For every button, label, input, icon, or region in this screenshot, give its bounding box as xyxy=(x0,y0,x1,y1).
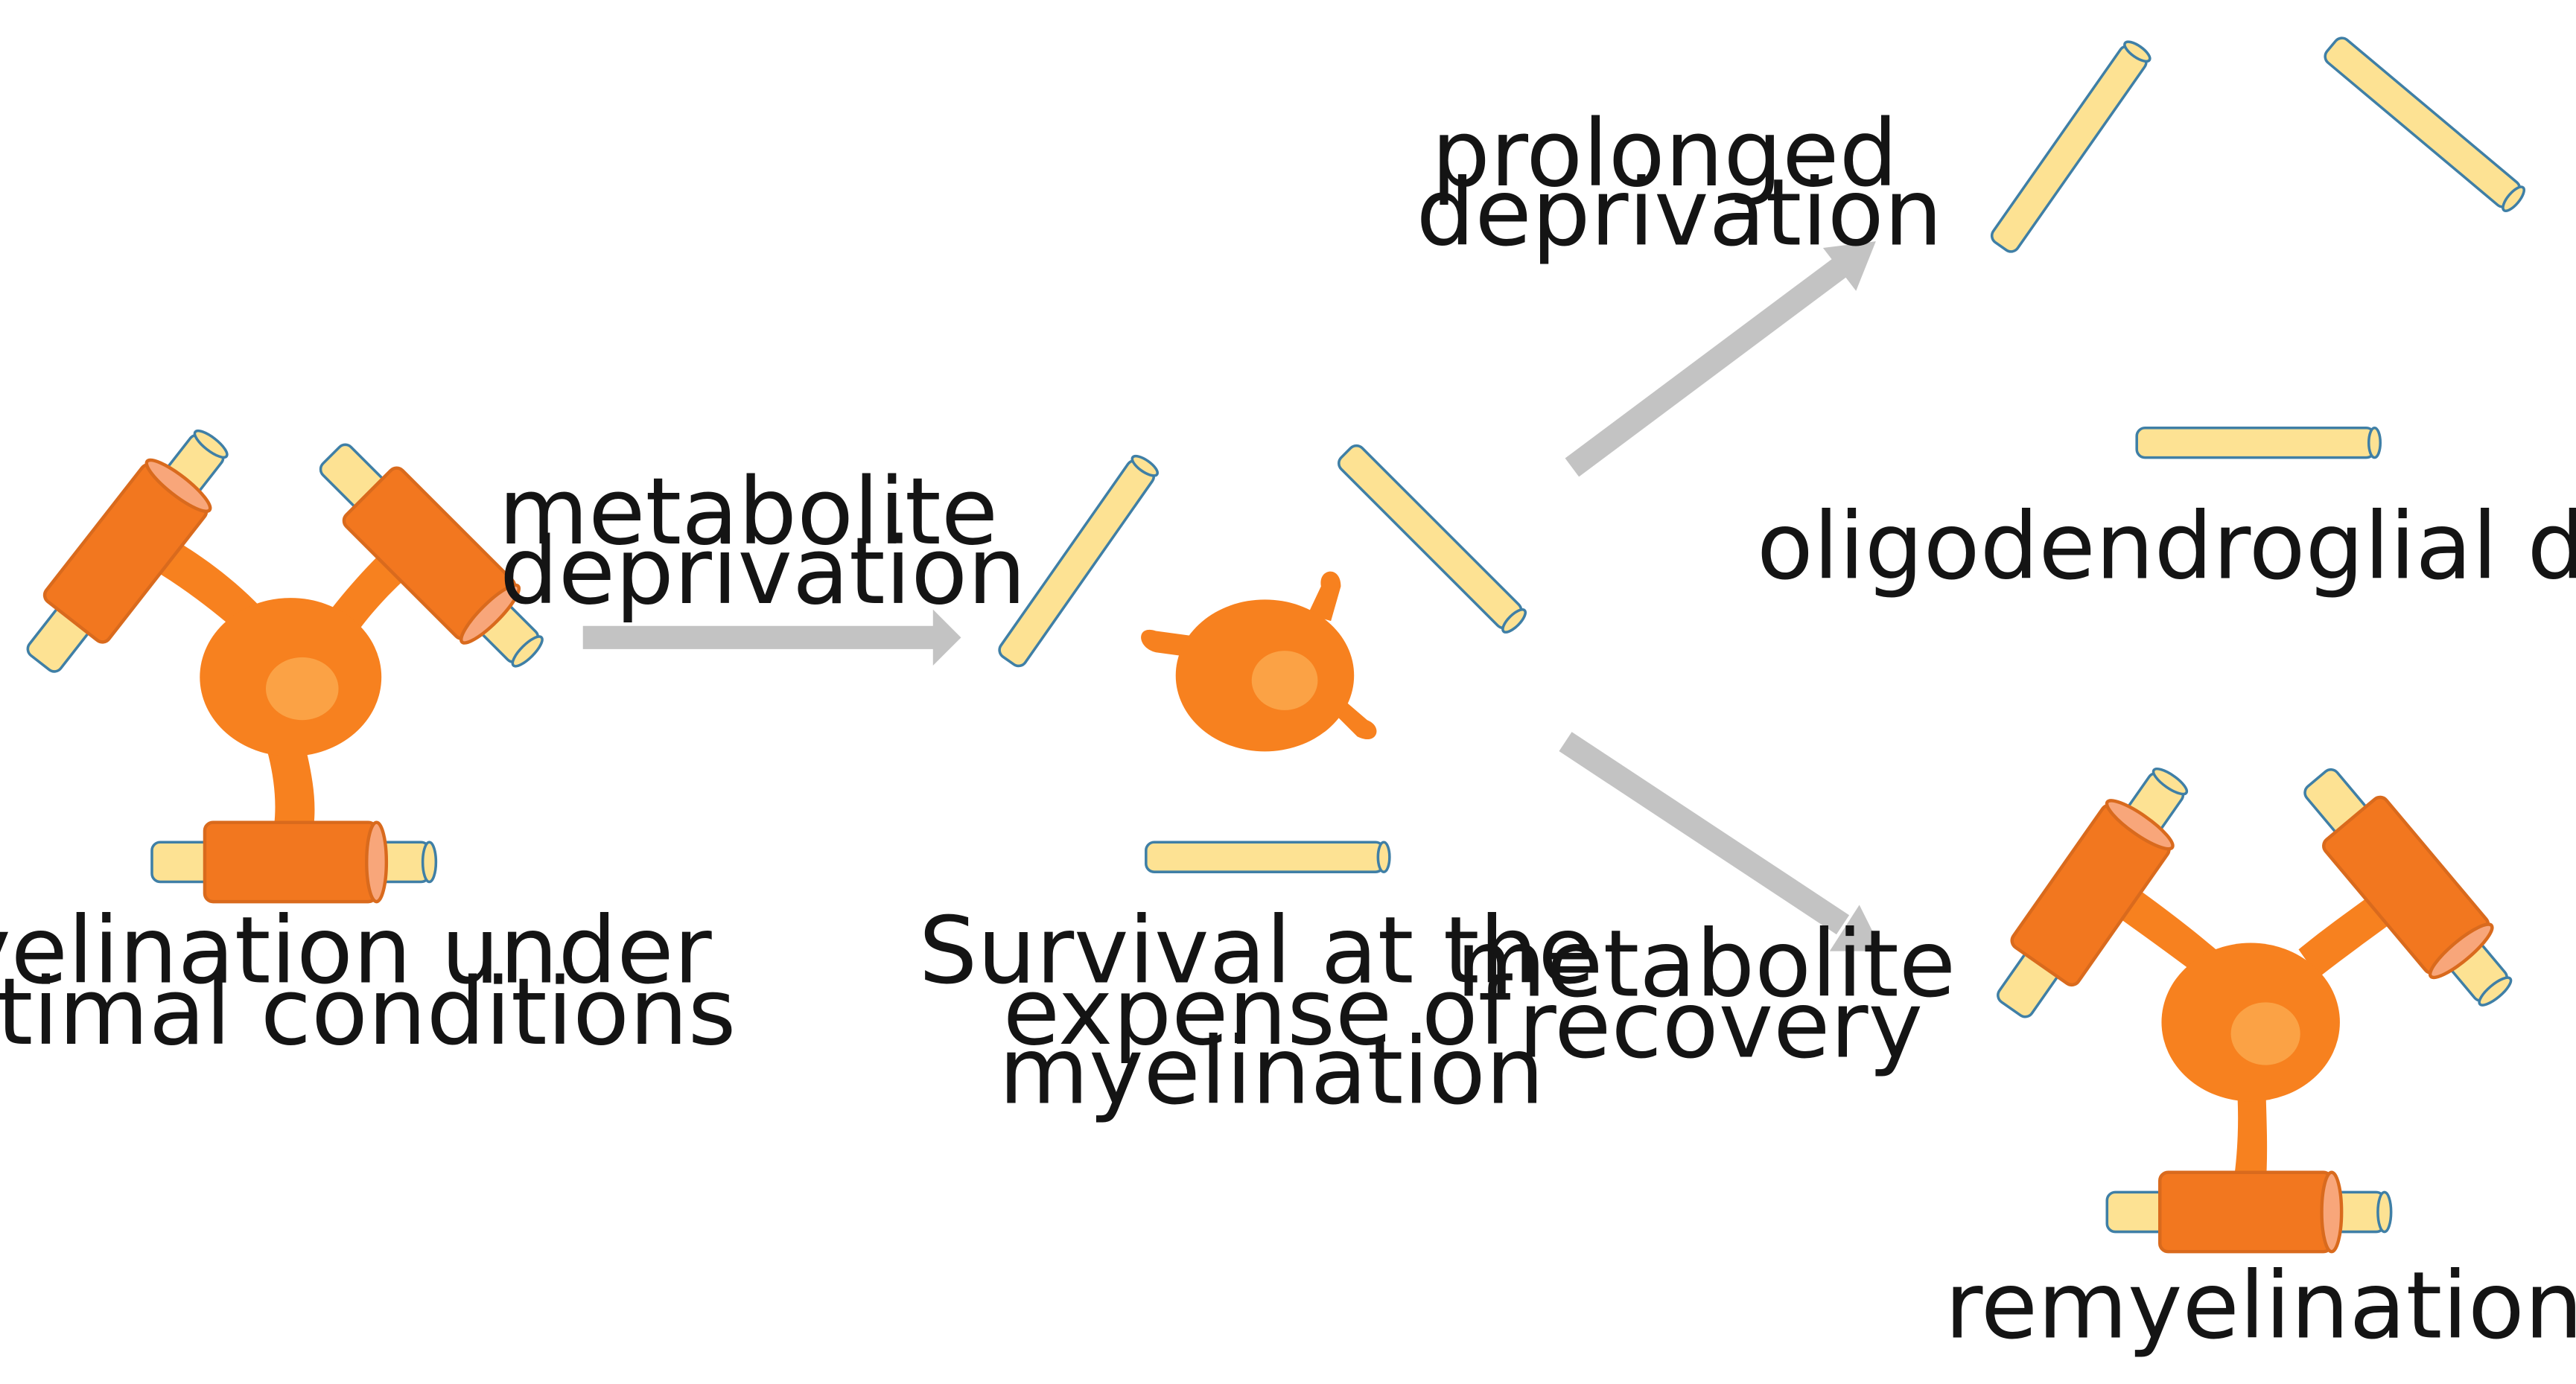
deprivation-label: metabolite deprivation xyxy=(498,459,1027,625)
demyelinated-axons xyxy=(1987,33,2529,459)
nucleus xyxy=(2230,1002,2300,1065)
prolonged-arrow-shaft xyxy=(1565,258,1847,477)
cell-process xyxy=(264,739,315,826)
myelinated-axon xyxy=(150,823,438,902)
stub-process xyxy=(1308,571,1341,622)
bare-axon xyxy=(1145,841,1391,873)
survival-label: Survival at the expense of myelination xyxy=(919,898,1624,1126)
death-label: oligodendroglial death xyxy=(1757,494,2576,601)
bare-axon xyxy=(1987,36,2154,257)
remyelinating-oligodendrocyte xyxy=(1993,763,2516,1251)
cell-process xyxy=(2232,1073,2268,1189)
bare-axon xyxy=(2320,33,2529,216)
stub-process xyxy=(1141,629,1192,657)
bare-axon xyxy=(2135,426,2382,459)
recovery-arrow-shaft xyxy=(1559,732,1850,935)
stub-process xyxy=(1334,700,1377,740)
myelination-label: Myelination under optimal conditions xyxy=(0,898,741,1066)
myelinated-axon xyxy=(2105,1173,2393,1251)
prolonged-arrow-head xyxy=(1822,241,1876,291)
recovery-arrow-head xyxy=(1829,905,1883,951)
deprivation-arrow xyxy=(582,609,961,666)
surviving-oligodendrocyte xyxy=(994,441,1530,873)
remyelination-label: remyelination xyxy=(1944,1252,2576,1359)
nucleus xyxy=(265,657,339,721)
recovery-label: metabolite recovery xyxy=(1456,911,1985,1079)
nucleus xyxy=(1251,651,1318,710)
bare-axon xyxy=(1334,441,1530,637)
myelinating-oligodendrocyte xyxy=(23,425,548,902)
prolonged-label: prolonged deprivation xyxy=(1416,101,1943,267)
